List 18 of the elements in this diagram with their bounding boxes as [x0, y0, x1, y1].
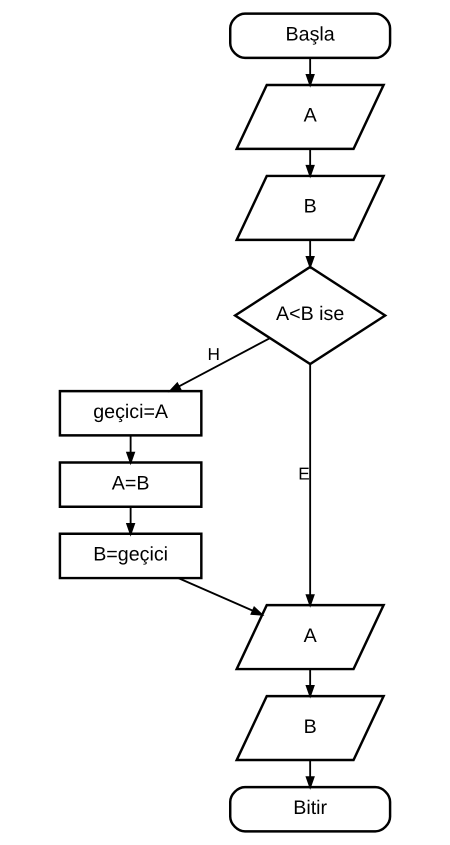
- arrow: [126, 436, 136, 466]
- arrow: [178, 577, 264, 616]
- arrow: [305, 58, 315, 88]
- arrow: [305, 364, 315, 608]
- arrow: [305, 669, 315, 699]
- node-box: Bitir: [229, 786, 392, 833]
- arrow: [168, 337, 270, 392]
- edge-label: E: [298, 464, 310, 484]
- node-diamond: A<B ise: [232, 265, 388, 366]
- arrow: [305, 149, 315, 178]
- arrow: [126, 506, 136, 537]
- edge-label: H: [208, 344, 220, 364]
- arrow: [305, 760, 315, 790]
- node-box: geçici=A: [58, 390, 203, 437]
- arrow: [305, 240, 315, 270]
- node-box: A=B: [58, 461, 203, 508]
- node-box: B=geçici: [58, 532, 203, 580]
- node-box: Başla: [229, 12, 392, 60]
